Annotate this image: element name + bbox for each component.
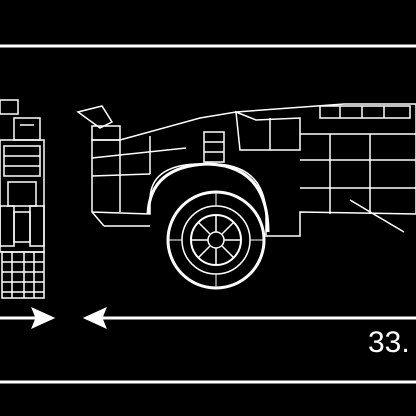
side-wheel: [166, 190, 266, 290]
spoke: [197, 245, 211, 259]
front-skid: [91, 211, 105, 227]
spoke: [221, 245, 235, 259]
front-tire-block: [1, 251, 45, 299]
front-bumper: [7, 181, 37, 207]
frame-lines: [0, 44, 416, 384]
rear-strut: [349, 199, 405, 233]
spoke: [221, 221, 235, 235]
front-grille: [3, 145, 41, 177]
dimension-label: 33.: [368, 326, 410, 359]
vehicle-side-view: [76, 103, 416, 237]
spoke: [197, 221, 211, 235]
arrow-left-icon: [82, 307, 107, 329]
front-mirror-left: [0, 99, 19, 115]
hub-cap: [207, 231, 225, 249]
side-window: [235, 110, 301, 151]
tire-tread: [168, 192, 264, 288]
rear-spoiler: [76, 105, 114, 129]
side-door-handle-block: [203, 131, 225, 163]
arrow-right-icon: [31, 307, 56, 329]
front-axle: [13, 211, 31, 243]
rim-spokes: [191, 215, 241, 265]
vehicle-front-view: [0, 99, 45, 299]
front-cab-top: [13, 117, 41, 141]
side-body-outline: [91, 103, 416, 237]
dimension-arrows: [0, 307, 416, 329]
roof-rack: [319, 105, 411, 119]
panel-line-1: [91, 147, 187, 159]
front-wheel-right: [29, 205, 45, 247]
panel-line-2: [91, 173, 151, 177]
rear-roof-block: [91, 125, 121, 141]
wheel-arch: [146, 162, 270, 233]
front-wheel-left: [0, 205, 15, 247]
front-body: [0, 139, 45, 253]
